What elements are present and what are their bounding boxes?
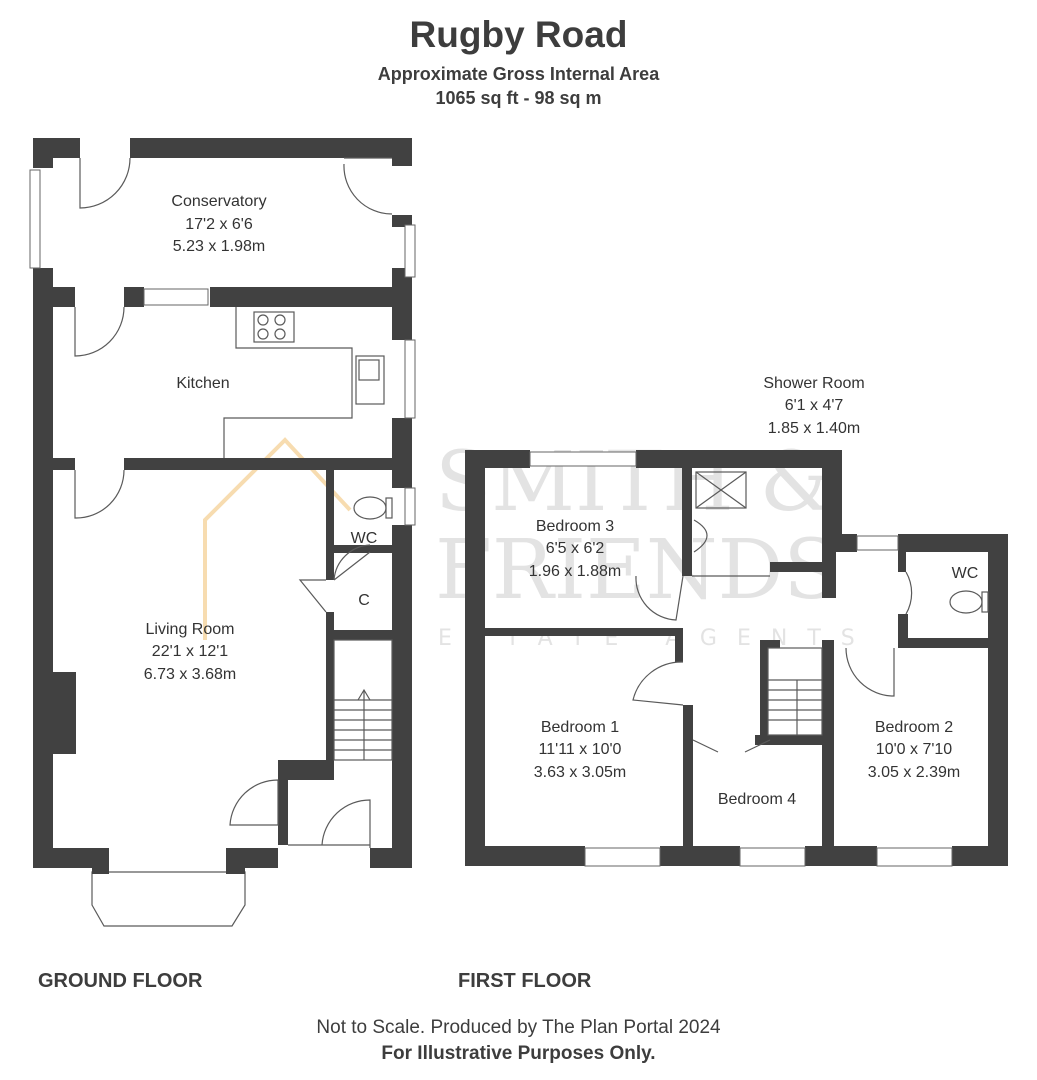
- room-name: Bedroom 1: [541, 719, 619, 736]
- room-name: Conservatory: [171, 193, 266, 210]
- basin-icon: [693, 519, 708, 553]
- area-caption: Approximate Gross Internal Area: [377, 64, 660, 84]
- footer-note: For Illustrative Purposes Only.: [381, 1043, 656, 1064]
- ground-floor-doors: [74, 157, 393, 848]
- staircase: [333, 639, 393, 761]
- room-living: Living Room 22'1 x 12'1 6.73 x 3.68m: [144, 621, 237, 683]
- hob-icon: [253, 311, 295, 343]
- room-metric: 6.73 x 3.68m: [144, 666, 237, 683]
- room-imperial: 10'0 x 7'10: [876, 741, 952, 758]
- room-imperial: 11'11 x 10'0: [539, 741, 622, 758]
- ground-floor-label: GROUND FLOOR: [38, 970, 203, 992]
- room-bedroom-4: Bedroom 4: [718, 791, 796, 808]
- room-shower: Shower Room 6'1 x 4'7 1.85 x 1.40m: [763, 375, 864, 437]
- room-conservatory: Conservatory 17'2 x 6'6 5.23 x 1.98m: [171, 193, 266, 255]
- room-imperial: 22'1 x 12'1: [152, 643, 228, 660]
- room-name: Bedroom 3: [536, 518, 614, 535]
- room-kitchen: Kitchen: [176, 375, 229, 392]
- room-wc-ground: WC: [351, 530, 378, 547]
- room-name: Shower Room: [763, 375, 864, 392]
- room-bedroom-1: Bedroom 1 11'11 x 10'0 3.63 x 3.05m: [534, 719, 627, 781]
- watermark-house-icon: [203, 437, 352, 640]
- room-imperial: 6'1 x 4'7: [785, 397, 844, 414]
- first-floor-doors: [632, 571, 913, 753]
- room-cupboard: C: [358, 592, 370, 609]
- room-name: Kitchen: [176, 375, 229, 392]
- room-wc-first: WC: [952, 565, 979, 582]
- room-imperial: 17'2 x 6'6: [185, 216, 253, 233]
- sink-icon: [355, 355, 385, 405]
- room-metric: 5.23 x 1.98m: [173, 238, 266, 255]
- room-metric: 3.05 x 2.39m: [868, 764, 961, 781]
- room-metric: 1.85 x 1.40m: [768, 420, 861, 437]
- ground-floor-windows: [29, 169, 416, 526]
- watermark-line1: SMITH &: [435, 435, 833, 530]
- staircase: [767, 647, 823, 736]
- ground-floor-fixtures: [223, 307, 393, 761]
- first-floor-fixtures: [693, 471, 989, 736]
- area-value: 1065 sq ft - 98 sq m: [435, 88, 602, 108]
- first-floor-walls: [465, 450, 1008, 866]
- toilet-icon: [353, 496, 387, 520]
- room-metric: 1.96 x 1.88m: [529, 563, 622, 580]
- footer-disclaimer: Not to Scale. Produced by The Plan Porta…: [316, 1017, 721, 1038]
- toilet-icon: [949, 590, 983, 614]
- room-metric: 3.63 x 3.05m: [534, 764, 627, 781]
- plan-title: Rugby Road: [409, 14, 628, 55]
- first-floor-windows: [529, 451, 953, 867]
- room-name: Bedroom 2: [875, 719, 953, 736]
- first-floor-label: FIRST FLOOR: [458, 970, 592, 992]
- room-bedroom-2: Bedroom 2 10'0 x 7'10 3.05 x 2.39m: [868, 719, 961, 781]
- room-name: Living Room: [146, 621, 235, 638]
- room-bedroom-3: Bedroom 3 6'5 x 6'2 1.96 x 1.88m: [529, 518, 622, 580]
- ground-floor-walls: [33, 138, 412, 927]
- shower-tray-icon: [695, 471, 747, 509]
- room-imperial: 6'5 x 6'2: [546, 540, 605, 557]
